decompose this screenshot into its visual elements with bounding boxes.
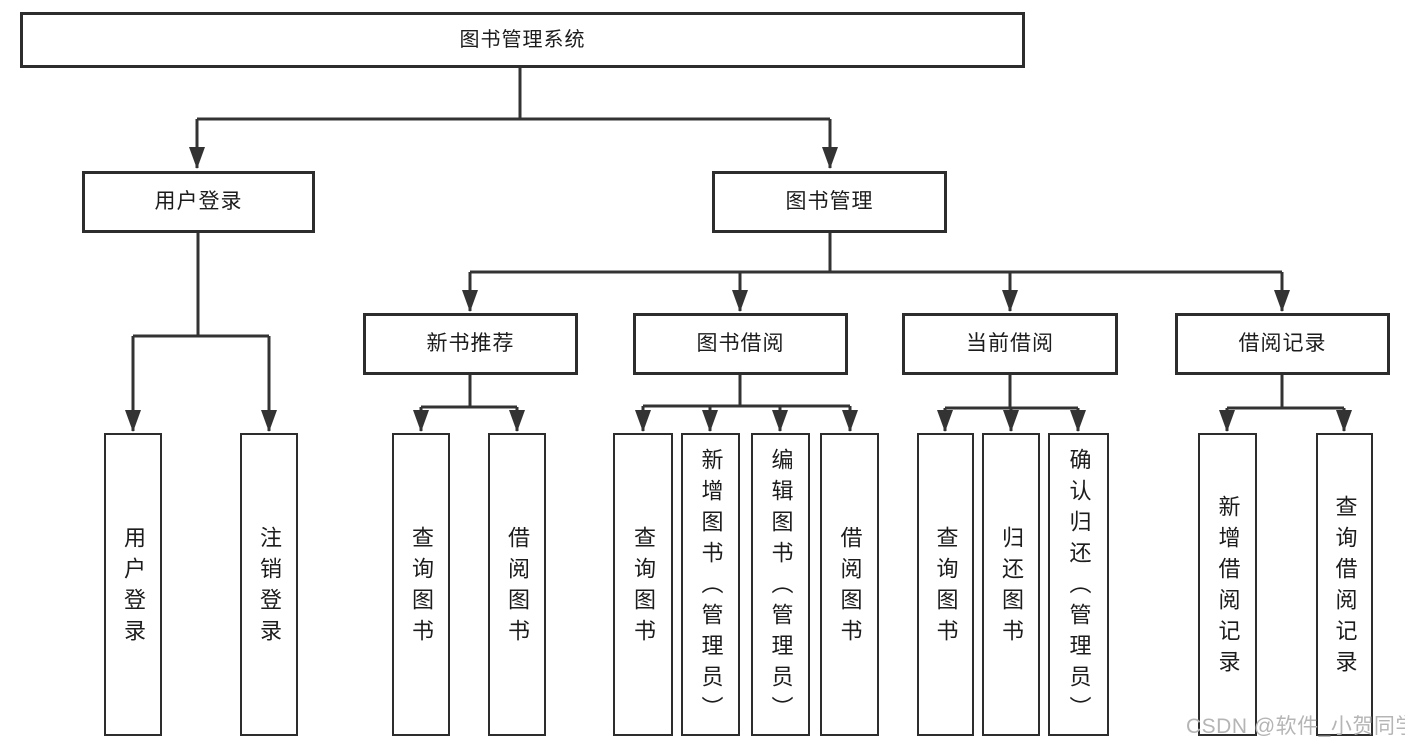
node-user-login-leaf: 用户登录	[104, 433, 162, 736]
node-book-management-group: 图书管理	[712, 171, 947, 233]
node-newbook-borrow-books-leaf: 借阅图书	[488, 433, 546, 736]
node-borrowmod-borrow-books-leaf: 借阅图书	[820, 433, 879, 736]
node-library-management-system: 图书管理系统	[20, 12, 1025, 68]
node-user-login-group: 用户登录	[82, 171, 315, 233]
node-newbook-query-books-leaf: 查询图书	[392, 433, 450, 736]
node-borrowmod-add-books-leaf: 新增图书（管理员）	[681, 433, 740, 736]
node-current-borrow-group: 当前借阅	[902, 313, 1118, 375]
node-current-confirm-return-leaf: 确认归还（管理员）	[1048, 433, 1109, 736]
node-logout-leaf: 注销登录	[240, 433, 298, 736]
node-borrowmod-edit-books-leaf: 编辑图书（管理员）	[751, 433, 810, 736]
node-borrow-record-group: 借阅记录	[1175, 313, 1390, 375]
node-book-borrow-group: 图书借阅	[633, 313, 848, 375]
node-current-query-books-leaf: 查询图书	[917, 433, 974, 736]
csdn-watermark: CSDN @软件_小贺同学	[1186, 715, 1405, 738]
node-borrowmod-query-books-leaf: 查询图书	[613, 433, 673, 736]
node-current-return-books-leaf: 归还图书	[982, 433, 1040, 736]
node-new-book-recommend-group: 新书推荐	[363, 313, 578, 375]
node-record-query-record-leaf: 查询借阅记录	[1316, 433, 1373, 736]
node-record-add-record-leaf: 新增借阅记录	[1198, 433, 1257, 736]
